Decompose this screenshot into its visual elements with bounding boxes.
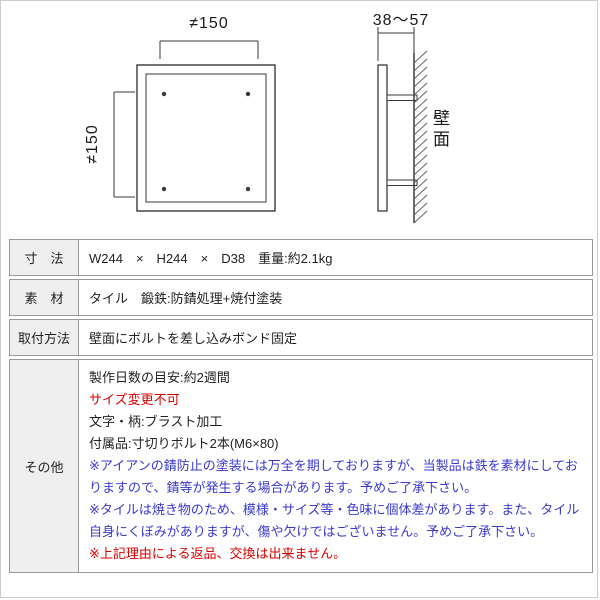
spec-table: 寸 法 W244 × H244 × D38 重量:約2.1kg 素 材 タイル … — [9, 236, 593, 576]
row-value-dimensions: W244 × H244 × D38 重量:約2.1kg — [79, 239, 593, 276]
row-value-material: タイル 鍛鉄:防錆処理+焼付塗装 — [79, 279, 593, 316]
side-depth-dimension-label: 38〜57 — [372, 12, 430, 29]
row-value-other: 製作日数の目安:約2週間 サイズ変更不可 文字・柄:ブラスト加工 付属品:寸切り… — [79, 359, 593, 573]
other-lead-time: 製作日数の目安:約2週間 — [89, 370, 230, 385]
width-dimension-line — [159, 40, 259, 59]
table-row-dimensions: 寸 法 W244 × H244 × D38 重量:約2.1kg — [9, 239, 593, 276]
side-view — [377, 27, 428, 224]
other-note-tile: ※タイルは焼き物のため、模様・サイズ等・色味に個体差があります。また、タイル自身… — [89, 502, 580, 539]
wall-surface-label: 壁面 — [430, 109, 449, 151]
row-header-dimensions: 寸 法 — [9, 239, 79, 276]
table-row-installation: 取付方法 壁面にボルトを差し込みボンド固定 — [9, 319, 593, 356]
front-height-dimension-label: ≠150 — [84, 124, 101, 164]
front-outer-frame — [136, 64, 276, 212]
front-view — [113, 40, 276, 212]
bolt-hole-dot — [245, 91, 251, 97]
side-plate — [377, 64, 388, 212]
other-note-rust: ※アイアンの錆防止の塗装には万全を期しておりますが、当製品は鉄を素材にしておりま… — [89, 458, 578, 495]
mounting-bolt — [386, 94, 418, 101]
mounting-bolt — [386, 179, 418, 186]
bolt-hole-dot — [161, 91, 167, 97]
drawing-canvas — [113, 27, 428, 224]
table-row-other: その他 製作日数の目安:約2週間 サイズ変更不可 文字・柄:ブラスト加工 付属品… — [9, 359, 593, 573]
bolt-hole-dot — [161, 186, 167, 192]
other-finish: 文字・柄:ブラスト加工 — [89, 414, 223, 429]
height-dimension-line — [113, 91, 135, 198]
row-header-installation: 取付方法 — [9, 319, 79, 356]
wall-hatching — [413, 50, 428, 224]
bolt-hole-dot — [245, 186, 251, 192]
front-width-dimension-label: ≠150 — [189, 15, 229, 32]
front-inner-frame — [145, 73, 267, 203]
technical-drawing: ≠150 ≠150 38〜57 壁面 — [1, 1, 597, 233]
depth-dimension-line — [377, 27, 415, 61]
row-value-installation: 壁面にボルトを差し込みボンド固定 — [79, 319, 593, 356]
row-header-material: 素 材 — [9, 279, 79, 316]
other-size-change-notice: サイズ変更不可 — [89, 392, 180, 407]
row-header-other: その他 — [9, 359, 79, 573]
other-note-return: ※上記理由による返品、交換は出来ません。 — [89, 546, 347, 561]
other-accessories: 付属品:寸切りボルト2本(M6×80) — [89, 436, 279, 451]
table-row-material: 素 材 タイル 鍛鉄:防錆処理+焼付塗装 — [9, 279, 593, 316]
